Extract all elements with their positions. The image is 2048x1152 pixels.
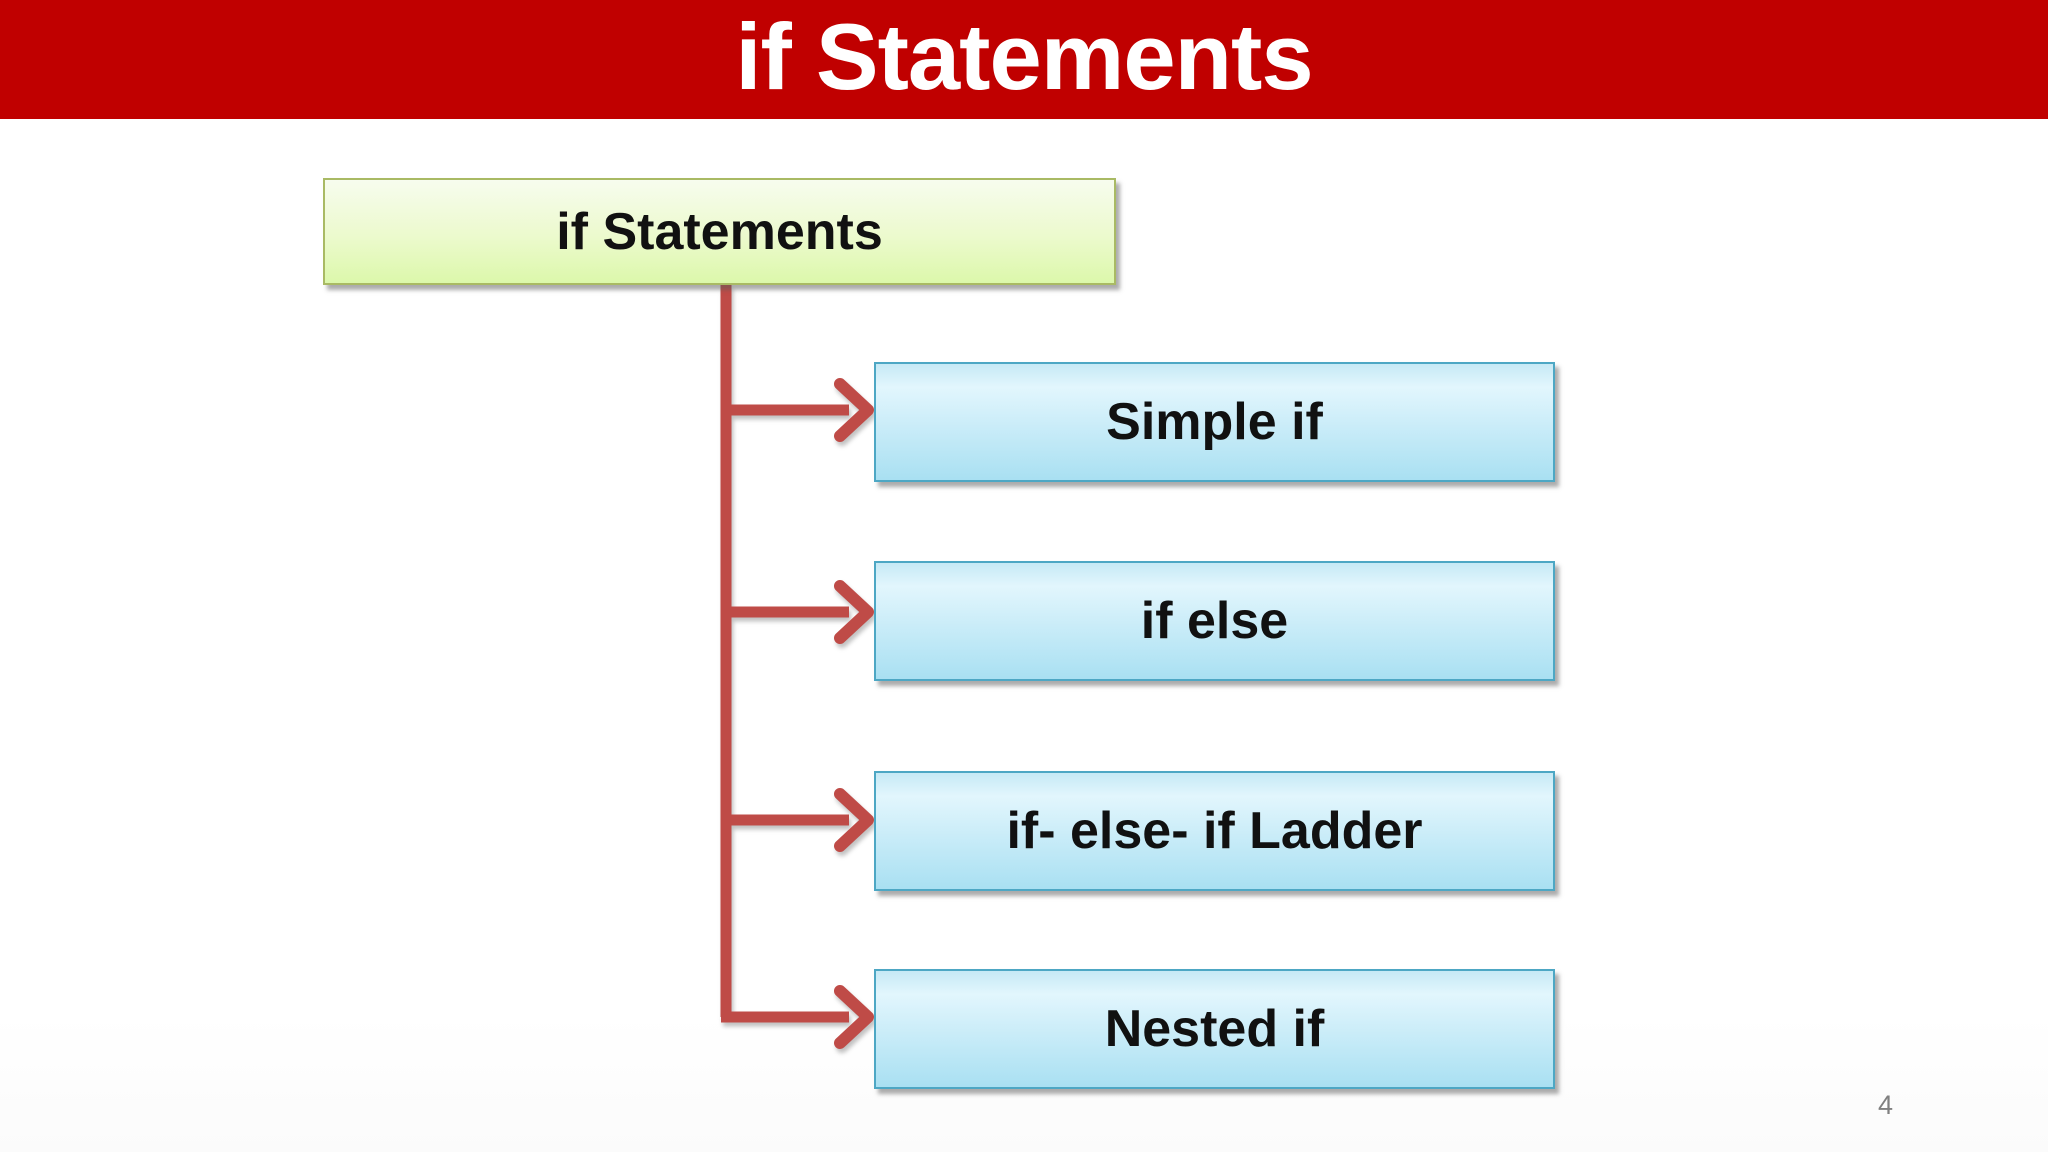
connector-arrow [721, 788, 874, 852]
slide-title: if Statements [735, 3, 1313, 109]
root-node-if-statements: if Statements [323, 178, 1116, 285]
child-node-label: if else [1140, 592, 1289, 650]
connector-arrow [721, 580, 874, 644]
child-node-label: Simple if [1106, 393, 1323, 451]
connector-arrow [721, 985, 874, 1049]
child-node-simple-if: Simple if [874, 362, 1555, 482]
child-node-if-else: if else [874, 561, 1555, 681]
root-node-label: if Statements [556, 202, 883, 261]
connector-arrow [721, 378, 874, 442]
child-node-label: if- else- if Ladder [1006, 802, 1423, 860]
title-banner: if Statements [0, 0, 2048, 119]
child-node-nested-if: Nested if [874, 969, 1555, 1089]
page-number: 4 [1878, 1090, 1894, 1120]
child-node-label: Nested if [1104, 1000, 1325, 1058]
child-node-if-else-if-ladder: if- else- if Ladder [874, 771, 1555, 891]
